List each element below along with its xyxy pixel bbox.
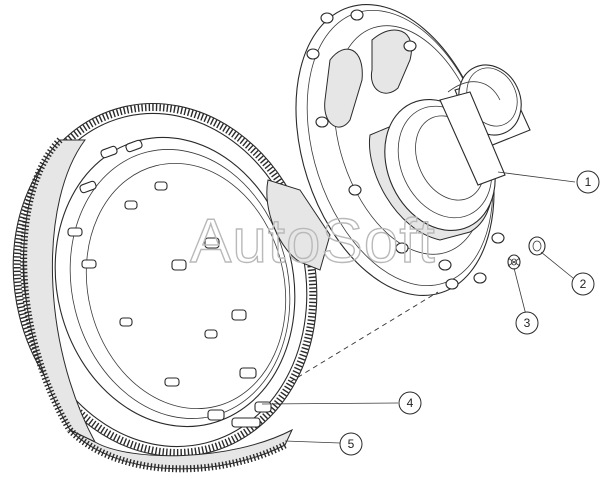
callout-1: 1 bbox=[576, 170, 600, 194]
callout-leaders bbox=[261, 171, 576, 444]
callout-2: 2 bbox=[571, 272, 595, 296]
washer-part-3 bbox=[507, 254, 521, 270]
differential-housing bbox=[266, 3, 531, 297]
callout-5-label: 5 bbox=[348, 437, 355, 451]
callout-4-label: 4 bbox=[407, 396, 414, 410]
callout-4: 4 bbox=[398, 391, 422, 415]
nut-part-2 bbox=[528, 236, 546, 256]
callout-2-label: 2 bbox=[580, 277, 587, 291]
watermark-text: AutoSoft bbox=[190, 207, 436, 276]
ring-gear-bolts bbox=[67, 139, 272, 428]
callout-1-label: 1 bbox=[585, 175, 592, 189]
callout-3: 3 bbox=[515, 311, 539, 335]
callout-5: 5 bbox=[339, 432, 363, 456]
callout-3-label: 3 bbox=[524, 316, 531, 330]
alignment-line bbox=[289, 291, 439, 383]
